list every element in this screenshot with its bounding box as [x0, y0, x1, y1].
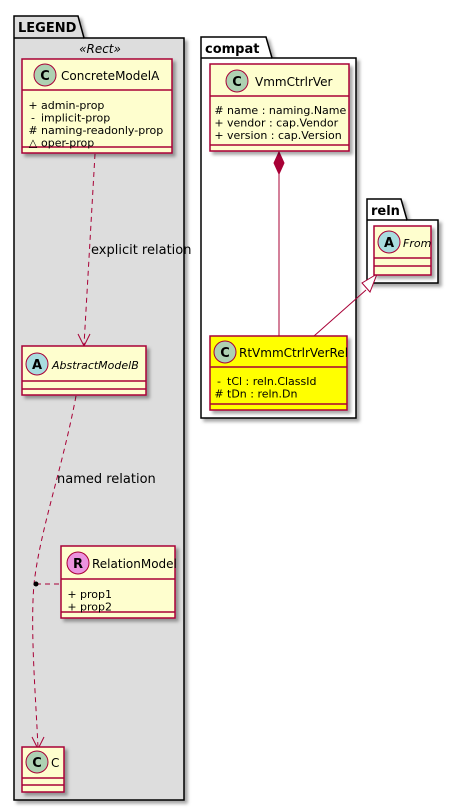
class-name: AbstractModelB — [51, 359, 139, 372]
class-glyph-icon: C — [225, 69, 249, 93]
visibility-icon: - — [31, 112, 35, 125]
visibility-icon: # — [214, 388, 223, 401]
class-member-text: naming-readonly-prop — [41, 124, 163, 137]
class-member-row: + version : cap.Version — [214, 129, 341, 142]
visibility-icon: - — [217, 375, 221, 388]
svg-text:R: R — [73, 557, 83, 572]
class-member-row: + vendor : cap.Vendor — [214, 117, 338, 130]
class-from[interactable]: A From — [373, 225, 432, 276]
class-member-text: oper-prop — [41, 137, 94, 150]
class-member-row: -tCl : reln.ClassId — [217, 375, 316, 388]
class-member-text: prop2 — [80, 601, 112, 614]
class-member-text: admin-prop — [41, 99, 104, 112]
visibility-icon: + — [214, 129, 223, 142]
edge-named-relation-label: named relation — [57, 472, 156, 487]
class-rt-vmm-ctrlr-ver-rel[interactable]: C RtVmmCtrlrVerRel -tCl : reln.ClassId#t… — [209, 335, 348, 411]
visibility-icon: + — [67, 601, 76, 614]
class-member-row: # naming-readonly-prop — [28, 124, 163, 137]
class-glyph-icon: C — [213, 340, 237, 364]
junction-dot — [33, 581, 39, 587]
class-abstract-model-b[interactable]: A AbstractModelB — [21, 345, 147, 396]
class-member-row: -implicit-prop — [31, 112, 110, 125]
class-member-row: # tDn : reln.Dn — [214, 388, 297, 401]
visibility-icon: △ — [29, 137, 38, 150]
class-name: VmmCtrlrVer — [255, 75, 333, 89]
generalization-arrowhead — [361, 272, 378, 293]
svg-text:C: C — [232, 75, 242, 90]
class-member-row: + admin-prop — [28, 99, 104, 112]
class-name: RtVmmCtrlrVerRel — [239, 346, 348, 360]
class-name: From — [403, 237, 431, 250]
package-reln-title: reln — [371, 204, 400, 219]
svg-text:A: A — [32, 358, 42, 373]
class-member-row: + prop2 — [67, 601, 112, 614]
package-compat-title: compat — [205, 42, 259, 57]
class-name: ConcreteModelA — [61, 69, 160, 83]
visibility-icon: # — [28, 124, 37, 137]
class-member-text: prop1 — [80, 588, 112, 601]
edges: explicit relation named relation — [31, 150, 378, 751]
edge-explicit-relation-label: explicit relation — [91, 243, 191, 258]
class-member-text: tDn : reln.Dn — [227, 388, 297, 401]
class-concrete-model-a[interactable]: C ConcreteModelA + admin-prop-implicit-pr… — [21, 58, 173, 154]
class-glyph-icon: C — [25, 750, 49, 774]
class-member-text: implicit-prop — [41, 112, 110, 125]
relation-glyph-icon: R — [66, 551, 90, 575]
svg-text:C: C — [40, 69, 50, 84]
class-name: RelationModel — [92, 557, 177, 571]
package-legend-title: LEGEND — [18, 21, 77, 36]
edge-composition — [273, 150, 285, 336]
svg-text:C: C — [220, 346, 230, 361]
composition-diamond — [273, 150, 285, 176]
visibility-icon: # — [214, 104, 223, 117]
class-member-text: name : naming.Name — [227, 104, 347, 117]
class-member-row: + prop1 — [67, 588, 112, 601]
visibility-icon: + — [214, 117, 223, 130]
package-legend-stereotype: «Rect» — [79, 42, 121, 56]
abstract-glyph-icon: A — [25, 352, 49, 376]
class-c[interactable]: C C — [21, 746, 65, 793]
class-relation-model[interactable]: R RelationModel + prop1 + prop2 — [60, 545, 177, 619]
class-name: C — [51, 756, 59, 770]
abstract-glyph-icon: A — [377, 230, 401, 254]
edge-association-class-link — [33, 581, 61, 587]
svg-text:C: C — [32, 756, 42, 771]
visibility-icon: + — [67, 588, 76, 601]
class-member-text: version : cap.Version — [227, 129, 342, 142]
edge-generalization — [313, 272, 378, 337]
class-member-text: tCl : reln.ClassId — [227, 375, 317, 388]
visibility-icon: + — [28, 99, 37, 112]
class-member-row: △oper-prop — [29, 137, 94, 150]
class-vmm-ctrlr-ver[interactable]: C VmmCtrlrVer # name : naming.Name + vendor… — [209, 63, 350, 152]
class-glyph-icon: C — [33, 63, 57, 87]
svg-text:A: A — [384, 236, 394, 251]
class-member-row: # name : naming.Name — [214, 104, 346, 117]
class-member-text: vendor : cap.Vendor — [227, 117, 339, 130]
